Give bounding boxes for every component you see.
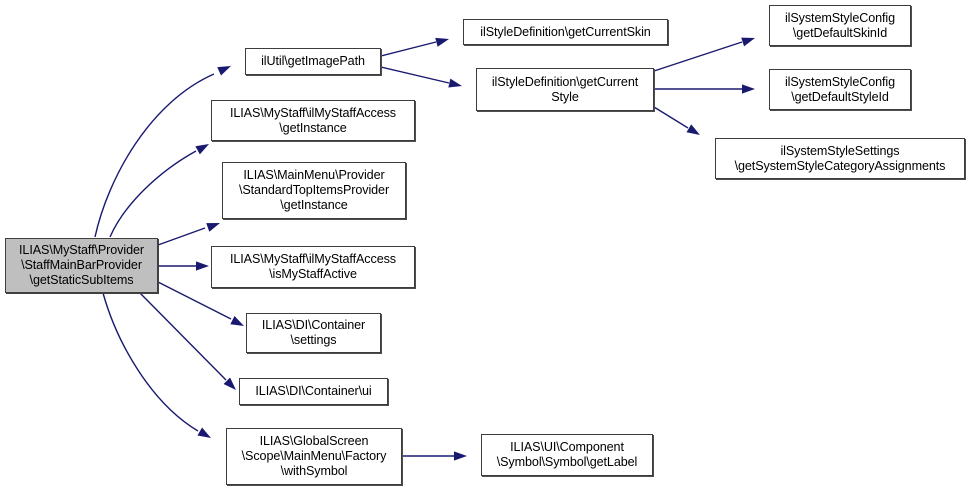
graph-node-getCurrentStyle[interactable]: ilStyleDefinition\getCurrent Style: [476, 68, 654, 111]
graph-node-getLabel[interactable]: ILIAS\UI\Component \Symbol\Symbol\getLab…: [481, 434, 653, 476]
graph-edge-root-to-getImagePath: [94, 66, 231, 238]
graph-edge-getCurrentStyle-to-getDefaultSkinId: [653, 37, 755, 72]
graph-node-getDefaultStyleId[interactable]: ilSystemStyleConfig \getDefaultStyleId: [769, 69, 911, 110]
graph-edge-root-to-standardTopItemsProvider: [157, 223, 220, 246]
graph-edge-root-to-withSymbol: [102, 292, 211, 438]
graph-edge-getImagePath-to-getCurrentStyle: [380, 66, 462, 88]
graph-node-root[interactable]: ILIAS\MyStaff\Provider \StaffMainBarProv…: [5, 238, 158, 293]
graph-edge-getImagePath-to-getCurrentSkin: [380, 37, 449, 57]
graph-edge-root-to-containerSettings: [157, 281, 244, 326]
graph-node-isMyStaffActive[interactable]: ILIAS\MyStaff\ilMyStaffAccess \isMyStaff…: [211, 246, 415, 288]
graph-edge-getCurrentStyle-to-getSystemStyleCategoryAssignments: [653, 106, 700, 135]
graph-node-withSymbol[interactable]: ILIAS\GlobalScreen \Scope\MainMenu\Facto…: [226, 428, 402, 485]
graph-node-getCurrentSkin[interactable]: ilStyleDefinition\getCurrentSkin: [463, 19, 668, 45]
graph-node-getImagePath[interactable]: ilUtil\getImagePath: [245, 48, 381, 75]
graph-edge-root-to-myStaffAccessGetInstance: [109, 144, 209, 238]
graph-node-getSystemStyleCategoryAssignments[interactable]: ilSystemStyleSettings \getSystemStyleCat…: [715, 138, 965, 179]
graph-node-myStaffAccessGetInstance[interactable]: ILIAS\MyStaff\ilMyStaffAccess \getInstan…: [211, 100, 415, 141]
graph-node-containerSettings[interactable]: ILIAS\DI\Container \settings: [246, 313, 381, 353]
graph-edge-root-to-containerUi: [138, 291, 236, 390]
graph-node-containerUi[interactable]: ILIAS\DI\Container\ui: [239, 378, 388, 405]
graph-edge-getCurrentStyle-to-getDefaultStyleId: [654, 84, 755, 94]
graph-node-standardTopItemsProvider[interactable]: ILIAS\MainMenu\Provider \StandardTopItem…: [222, 162, 406, 219]
graph-node-getDefaultSkinId[interactable]: ilSystemStyleConfig \getDefaultSkinId: [769, 5, 911, 46]
graph-edge-withSymbol-to-getLabel: [402, 451, 467, 461]
graph-edge-root-to-isMyStaffActive: [158, 261, 209, 271]
